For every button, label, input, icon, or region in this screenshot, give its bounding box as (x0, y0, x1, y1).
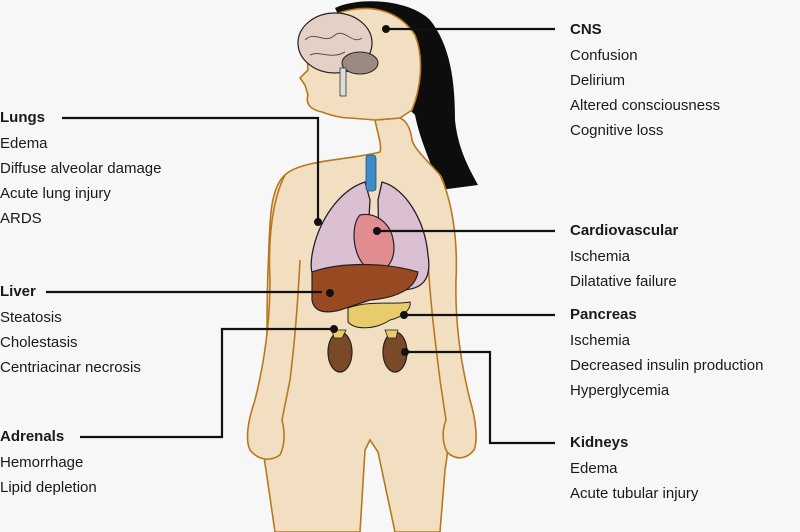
lungs-item: Edema (0, 135, 48, 152)
liver (311, 263, 419, 313)
adrenals-item: Lipid depletion (0, 479, 97, 496)
pancreas-title: Pancreas (570, 306, 637, 323)
pancreas-item: Decreased insulin production (570, 357, 764, 374)
brain (297, 12, 379, 97)
kidneys-leader-line (405, 350, 555, 445)
kidneys-title: Kidneys (570, 434, 629, 451)
leader-dots (314, 25, 409, 356)
cns-label-group: CNS Confusion Delirium Altered conscious… (570, 20, 720, 143)
liver-title: Liver (0, 283, 36, 300)
lungs-title: Lungs (0, 109, 45, 126)
cardiovascular-item: Dilatative failure (570, 273, 677, 290)
lungs-leader-line (62, 116, 320, 220)
liver-label-group: Liver Steatosis Cholestasis Centriacinar… (0, 282, 141, 380)
adrenals-title: Adrenals (0, 428, 65, 445)
kidneys-label-group: Kidneys Edema Acute tubular injury (570, 433, 698, 506)
cardiovascular-item: Ischemia (570, 248, 631, 265)
cardiovascular-title: Cardiovascular (570, 222, 679, 239)
pancreas-label-group: Pancreas Ischemia Decreased insulin prod… (570, 305, 763, 403)
lungs-item: Acute lung injury (0, 185, 111, 202)
adrenals-item: Hemorrhage (0, 454, 84, 471)
heart (353, 213, 395, 272)
kidneys-item: Edema (570, 460, 618, 477)
cns-item: Confusion (570, 47, 638, 64)
pancreas-item: Ischemia (570, 332, 631, 349)
lungs-item: Diffuse alveolar damage (0, 160, 162, 177)
leader-lines (46, 27, 555, 445)
cns-item: Cognitive loss (570, 122, 664, 139)
adrenals-leader-line (80, 327, 334, 439)
cns-item: Delirium (570, 72, 626, 89)
cardiovascular-label-group: Cardiovascular Ischemia Dilatative failu… (570, 221, 678, 294)
pancreas-item: Hyperglycemia (570, 382, 670, 399)
liver-item: Centriacinar necrosis (0, 359, 141, 376)
adrenals-label-group: Adrenals Hemorrhage Lipid depletion (0, 427, 97, 500)
kidneys-item: Acute tubular injury (570, 485, 699, 502)
cns-item: Altered consciousness (570, 97, 721, 114)
trachea (365, 154, 377, 192)
lungs-item: ARDS (0, 210, 42, 227)
cns-title: CNS (570, 21, 602, 38)
liver-item: Steatosis (0, 309, 62, 326)
liver-item: Cholestasis (0, 334, 78, 351)
lungs-label-group: Lungs Edema Diffuse alveolar damage Acut… (0, 108, 161, 231)
